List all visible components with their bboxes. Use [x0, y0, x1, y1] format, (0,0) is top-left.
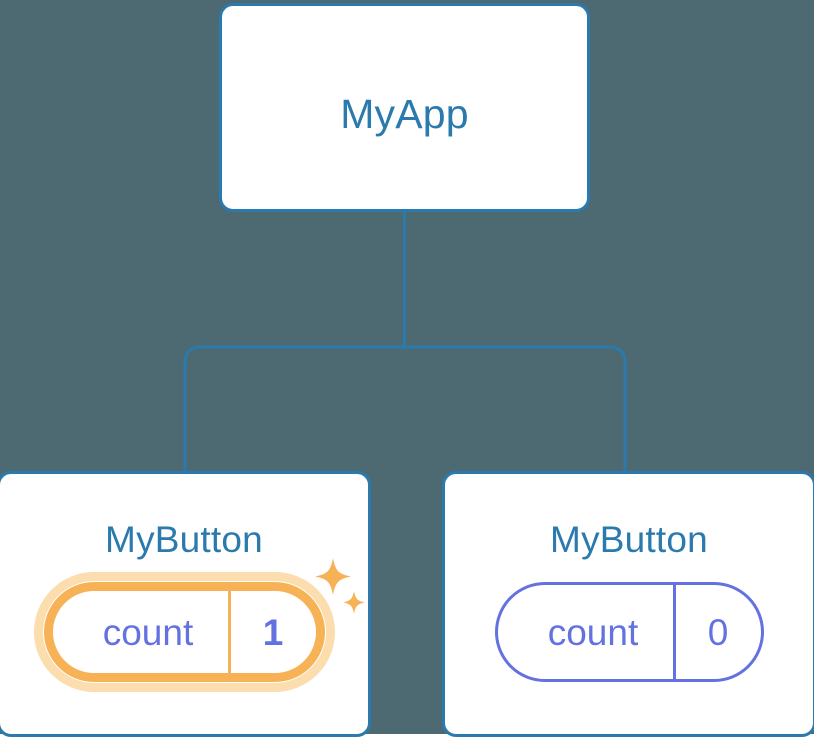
node-mybutton-0[interactable]: MyButton count 1 [0, 471, 371, 737]
state-value-label: 1 [227, 591, 316, 673]
state-pill-container: count 1 [0, 558, 368, 692]
state-pill[interactable]: count 0 [494, 582, 764, 682]
edge-branch-bus [183, 345, 627, 471]
state-key-label: count [547, 611, 639, 653]
node-myapp[interactable]: MyApp [219, 3, 590, 212]
state-pill-holder: count 0 [494, 582, 764, 682]
state-value-label: 0 [672, 585, 761, 679]
node-title: MyApp [340, 91, 469, 137]
sparkles-icon [311, 552, 371, 632]
state-pill-holder: count 1 [33, 558, 365, 692]
node-title: MyButton [550, 519, 708, 560]
node-title: MyButton [105, 519, 263, 560]
node-mybutton-1[interactable]: MyButton count 0 [442, 471, 814, 737]
state-key-label: count [102, 611, 194, 653]
state-pill-container: count 0 [445, 582, 813, 682]
highlight-glow [33, 572, 335, 692]
state-pill[interactable]: count 1 [43, 582, 325, 682]
